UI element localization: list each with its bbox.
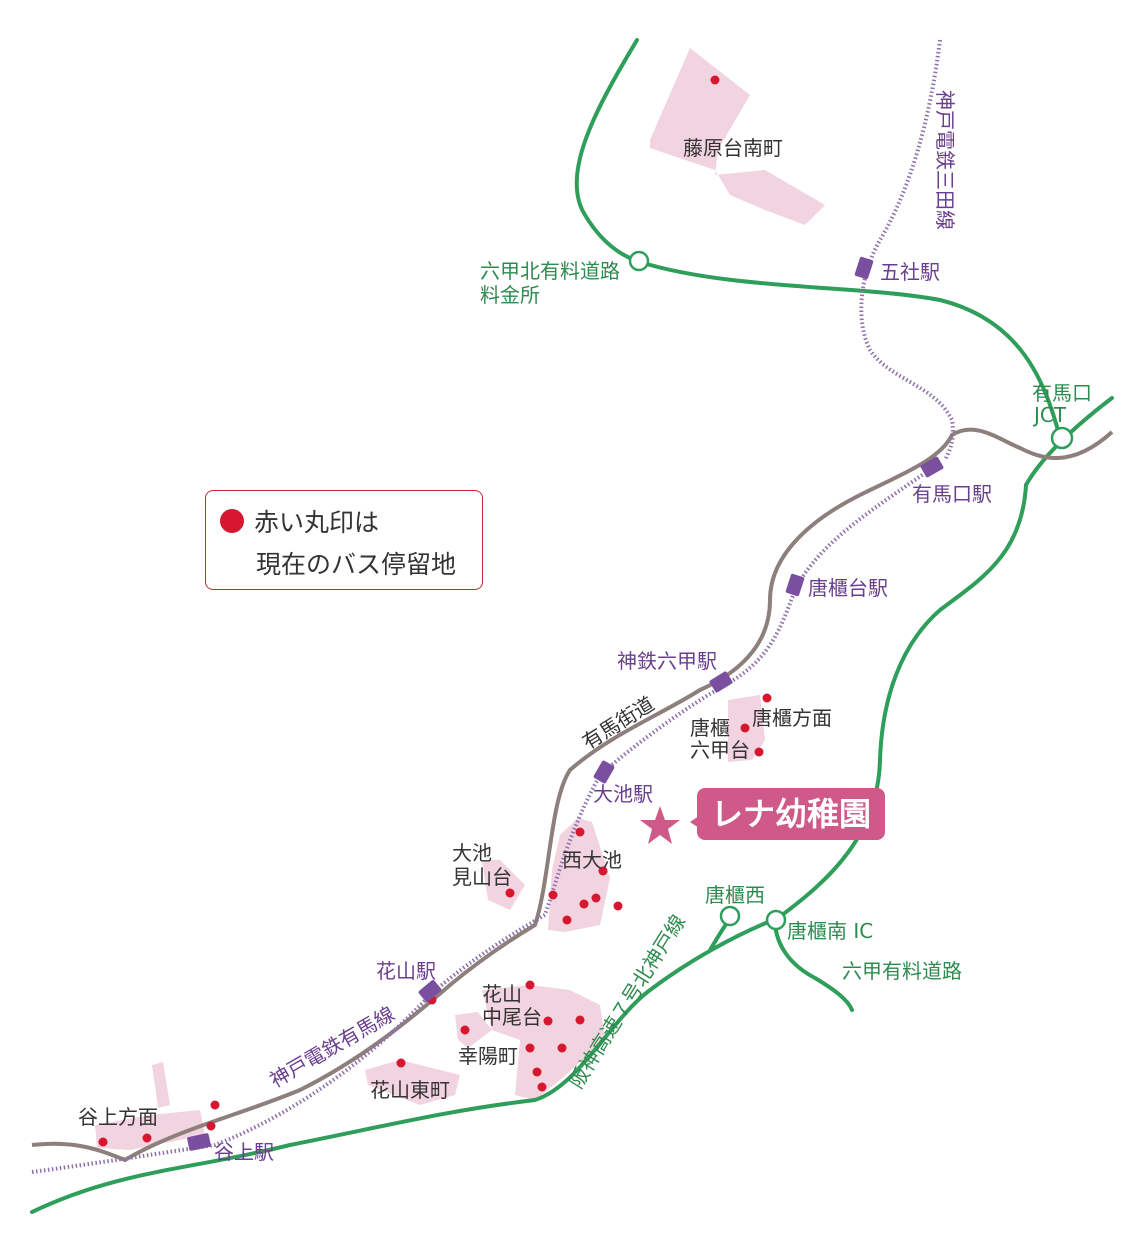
bus-stop [575,827,585,837]
bus-stop [579,899,589,909]
bus-stop [548,890,558,900]
expressway-rokko-kita [638,260,1062,440]
label-oike: 大池駅 [593,782,653,806]
bus-stop [575,1015,585,1025]
label-karato-nishi: 唐櫃西 [705,883,765,907]
stations [187,256,944,1151]
expressway-to-karato [776,483,1028,920]
bus-stop [557,1043,567,1053]
area-fujiwaradai [650,48,825,225]
label-shintetsu-rokko: 神鉄六甲駅 [617,649,717,673]
label-hanayama-higashi: 花山東町 [370,1078,450,1102]
bus-stop [740,723,750,733]
area-tanigami [95,1110,205,1150]
karato-nishi-circle [719,905,741,927]
area-nishi-oike [548,818,610,932]
area-hanayama-nakao [482,985,605,1100]
bus-stop [98,1137,108,1147]
legend-line-2: 現在のバス停留地 [256,550,457,579]
station-tanigami-marker [187,1133,211,1151]
label-karato-rokko-2: 六甲台 [690,738,750,762]
bus-stop [543,1016,553,1026]
railways [31,39,955,1174]
label-karatodai: 唐櫃台駅 [808,576,888,600]
bus-stop [396,1058,406,1068]
label-tollgate-1: 六甲北有料道路 [480,259,620,283]
label-tollgate-2: 料金所 [480,283,540,307]
expressway-rokko-toll [773,920,854,1012]
bus-stop [505,888,515,898]
bus-stop-icon [220,509,244,533]
bus-stops [98,75,772,1147]
bus-stop [525,1043,535,1053]
tollgate-circle [628,250,650,272]
bus-stop [206,1121,216,1131]
label-arimaguchi: 有馬口駅 [912,482,992,506]
label-koyo: 幸陽町 [458,1044,518,1068]
label-tanigami-station: 谷上駅 [214,1140,274,1164]
residential-areas [95,48,825,1150]
bus-stop [562,915,572,925]
label-karato-minami: 唐櫃南 IC [787,919,873,943]
label-fujiwaradai: 藤原台南町 [683,136,783,160]
bus-stop [532,1067,542,1077]
legend: 赤い丸印は 現在のバス停留地 [205,490,483,590]
label-rokko-toll: 六甲有料道路 [842,959,962,983]
station-hanayama-marker [418,980,442,1002]
label-nishi-oike: 西大池 [562,848,622,872]
station-gosha-marker [854,256,874,280]
area-koyo [455,1012,492,1048]
bus-stop [613,901,623,911]
bus-stop [598,866,608,876]
station-karatodai-marker [785,573,805,597]
bus-stop [754,747,764,757]
label-hanayama-nakao-2: 中尾台 [482,1005,542,1029]
junctions [628,250,1074,931]
label-tanigami-area: 谷上方面 [78,1105,158,1129]
bus-stop [591,893,601,903]
label-jct-1: 有馬口 [1032,381,1092,405]
expressway-hanshin-kita [30,916,780,1214]
label-arima-kaido: 有馬街道 [578,691,659,754]
area-hanayama-higashi [365,1060,460,1105]
station-shintetsu-rokko-marker [709,671,733,693]
karato-minami-circle [765,909,787,931]
label-oike-miyama-2: 見山台 [452,865,512,889]
expressway-rokko-kita-north [574,38,642,264]
station-arimaguchi-marker [920,456,944,478]
expressways [30,38,1114,1214]
jct-circle [1050,426,1074,450]
label-jct-2: JCT [1032,403,1067,427]
kindergarten-badge: レナ幼稚園 [697,788,885,840]
label-oike-miyama-1: 大池 [452,841,492,865]
bus-stop [710,75,720,85]
legend-line-1: 赤い丸印は [254,508,380,537]
area-tanigami-2 [152,1062,170,1108]
rail-sanda-line [859,39,955,461]
bus-stop [460,1025,470,1035]
station-oike-marker [593,760,615,784]
star-icon [640,806,680,844]
label-karato-rokko-1: 唐櫃 [690,716,730,740]
label-karatoho: 唐櫃方面 [752,706,832,730]
bus-stop [525,980,535,990]
label-gosha: 五社駅 [880,260,940,284]
label-sanda-line: 神戸電鉄三田線 [933,90,957,230]
label-hanayama-nakao-1: 花山 [482,982,522,1006]
bus-stop [142,1133,152,1143]
bus-stop [210,1100,220,1110]
bus-stop [762,693,772,703]
bus-stop [537,1082,547,1092]
label-hanayama-station: 花山駅 [376,959,436,983]
area-oike-miyama [482,860,525,910]
